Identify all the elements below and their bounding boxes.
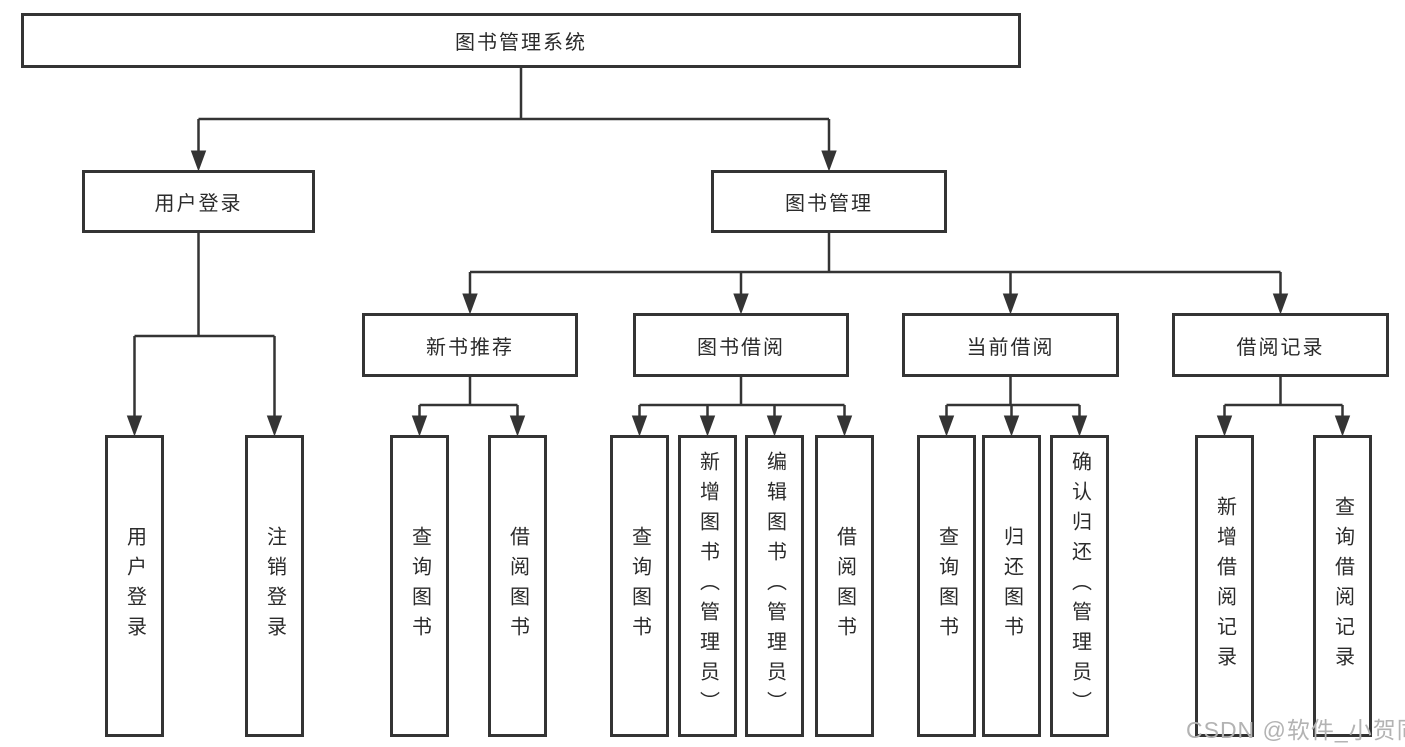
arrowhead <box>766 415 783 437</box>
node-borrow-record-label: 借阅记录 <box>1236 336 1325 359</box>
node-new-book-recommend-label: 新书推荐 <box>426 336 514 359</box>
arrowhead <box>462 293 478 315</box>
leaf-query-books-1: 查询图书 <box>390 435 449 737</box>
arrowhead <box>1003 415 1020 437</box>
leaf-confirm-return-admin: 确认归还（管理员） <box>1050 435 1109 737</box>
leaf-borrow-books-1: 借阅图书 <box>488 435 547 737</box>
leaf-add-book-admin: 新增图书（管理员） <box>678 435 737 737</box>
leaf-label: 查询图书 <box>628 526 651 646</box>
leaf-label: 查询借阅记录 <box>1331 496 1354 676</box>
leaf-user-login: 用户登录 <box>105 435 164 737</box>
leaf-return-books: 归还图书 <box>982 435 1041 737</box>
leaf-logout: 注销登录 <box>245 435 304 737</box>
arrowhead <box>733 293 749 315</box>
node-book-management-label: 图书管理 <box>785 193 873 215</box>
node-root-label: 图书管理系统 <box>455 32 587 54</box>
arrowhead <box>509 415 526 437</box>
leaf-query-books-3: 查询图书 <box>917 435 976 737</box>
leaf-label: 归还图书 <box>1000 526 1023 646</box>
node-book-borrow: 图书借阅 <box>633 313 849 377</box>
arrowhead <box>411 415 428 437</box>
leaf-label: 编辑图书（管理员） <box>763 451 786 721</box>
leaf-label: 查询图书 <box>408 526 431 646</box>
arrowhead <box>1272 293 1289 315</box>
edges <box>133 68 1344 420</box>
node-borrow-record: 借阅记录 <box>1172 313 1389 377</box>
leaf-query-borrow-record: 查询借阅记录 <box>1313 435 1372 737</box>
leaf-borrow-books-2: 借阅图书 <box>815 435 874 737</box>
node-current-borrow: 当前借阅 <box>902 313 1119 377</box>
arrowhead <box>1071 415 1088 437</box>
csdn-watermark: CSDN @软件_小贺同学 <box>1186 717 1405 743</box>
leaf-label: 新增图书（管理员） <box>696 451 719 721</box>
arrowhead <box>699 415 716 437</box>
arrowhead <box>1334 415 1351 437</box>
leaf-label: 确认归还（管理员） <box>1068 451 1091 721</box>
arrowhead <box>1002 293 1019 315</box>
leaf-add-borrow-record: 新增借阅记录 <box>1195 435 1254 737</box>
arrowhead <box>821 150 837 172</box>
arrowhead <box>190 150 207 172</box>
arrowheads <box>126 150 1351 437</box>
leaf-label: 注销登录 <box>263 526 286 646</box>
arrowhead <box>938 415 955 437</box>
arrowhead <box>266 415 283 437</box>
arrowhead <box>126 415 143 437</box>
edge-lines <box>133 68 1344 420</box>
node-user-login-label: 用户登录 <box>154 193 243 215</box>
arrowhead <box>631 415 648 437</box>
arrowhead <box>1216 415 1233 437</box>
leaf-label: 新增借阅记录 <box>1213 496 1236 676</box>
node-user-login: 用户登录 <box>82 170 315 233</box>
leaf-label: 借阅图书 <box>833 526 856 646</box>
leaf-query-books-2: 查询图书 <box>610 435 669 737</box>
node-book-management: 图书管理 <box>711 170 947 233</box>
leaf-label: 用户登录 <box>123 526 146 646</box>
node-root: 图书管理系统 <box>21 13 1021 68</box>
node-book-borrow-label: 图书借阅 <box>697 336 785 359</box>
leaf-edit-book-admin: 编辑图书（管理员） <box>745 435 804 737</box>
node-current-borrow-label: 当前借阅 <box>966 336 1055 359</box>
leaf-label: 查询图书 <box>935 526 958 646</box>
node-new-book-recommend: 新书推荐 <box>362 313 578 377</box>
arrowhead <box>836 415 853 437</box>
leaf-label: 借阅图书 <box>506 526 529 646</box>
